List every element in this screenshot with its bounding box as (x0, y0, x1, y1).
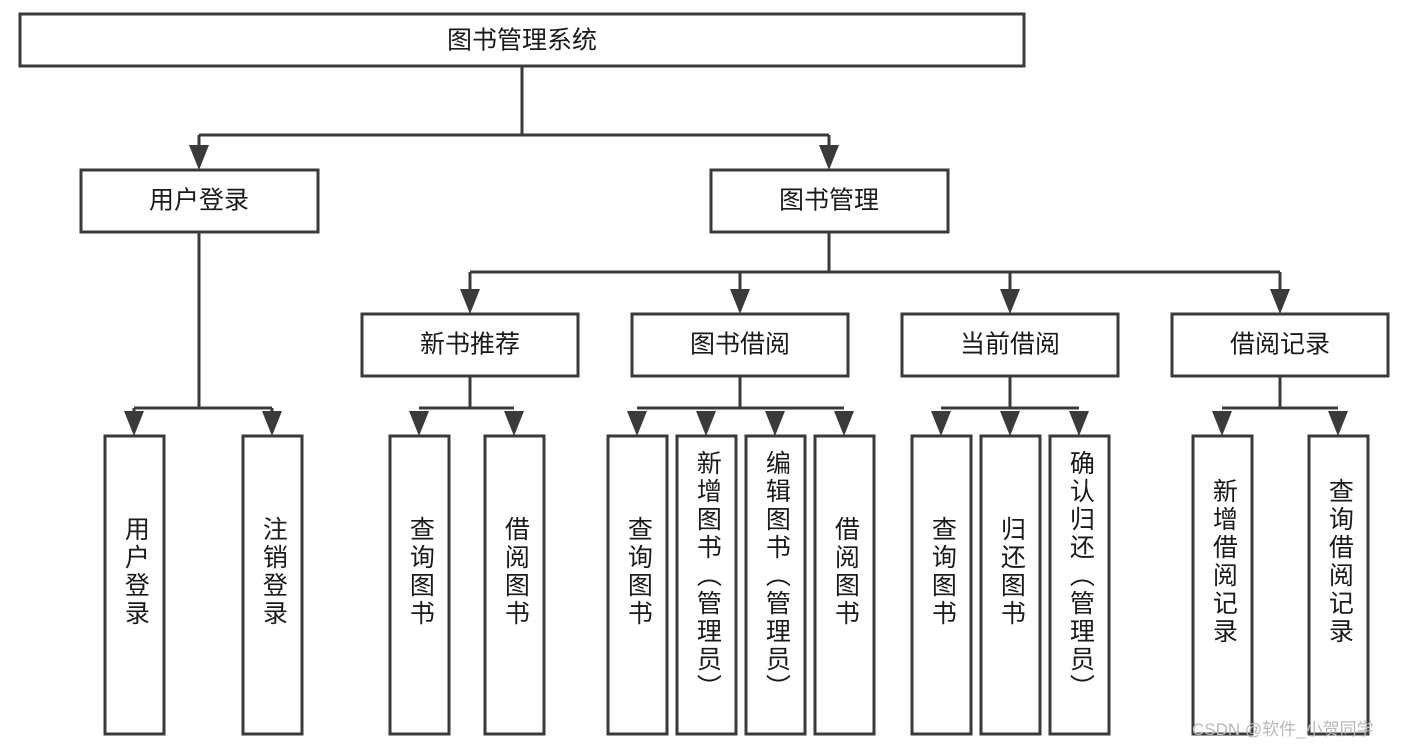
connector-group-book-manage-to-level3 (460, 232, 1290, 314)
node-leaf-user-login-label: 用户登录 (121, 516, 150, 628)
arrow-head-book-manage (819, 145, 839, 170)
node-leaf-confirm-return[interactable]: 确认归还（管理员） (1048, 434, 1111, 736)
node-book-manage[interactable]: 图书管理 (709, 168, 950, 234)
node-leaf-add-record[interactable]: 新增借阅记录 (1191, 434, 1254, 736)
node-user-login[interactable]: 用户登录 (79, 168, 320, 234)
arrow-head-leaf-user-login (124, 411, 144, 436)
node-leaf-logout-login-box[interactable] (241, 434, 304, 736)
node-user-login-box[interactable] (79, 168, 320, 234)
node-leaf-return-book[interactable]: 归还图书 (979, 434, 1042, 736)
node-leaf-query-book-1[interactable]: 查询图书 (388, 434, 451, 736)
node-leaf-query-book-3[interactable]: 查询图书 (910, 434, 973, 736)
node-leaf-edit-book[interactable]: 编辑图书（管理员） (744, 434, 807, 736)
node-leaf-add-record-label: 新增借阅记录 (1209, 478, 1238, 646)
arrow-head-new-book-rec (460, 289, 480, 314)
node-leaf-logout-login-label: 注销登录 (259, 516, 288, 628)
node-book-borrow-box[interactable] (630, 312, 850, 378)
node-leaf-borrow-book-1[interactable]: 借阅图书 (483, 434, 546, 736)
node-leaf-query-record[interactable]: 查询借阅记录 (1307, 434, 1370, 736)
node-new-book-rec[interactable]: 新书推荐 (360, 312, 580, 378)
node-current-borrow-box[interactable] (900, 312, 1120, 378)
node-leaf-borrow-book-2[interactable]: 借阅图书 (813, 434, 876, 736)
node-leaf-query-record-box[interactable] (1307, 434, 1370, 736)
node-root-box[interactable] (18, 12, 1026, 68)
node-leaf-borrow-book-1-box[interactable] (483, 434, 546, 736)
connector-group-new-book-rec-to-leaves (409, 376, 524, 436)
arrow-head-leaf-logout-login (262, 411, 282, 436)
node-leaf-confirm-return-box[interactable] (1048, 434, 1111, 736)
node-leaf-confirm-return-label: 确认归还（管理员） (1066, 450, 1095, 702)
arrow-head-leaf-query-book-3 (931, 411, 951, 436)
node-new-book-rec-label: 新书推荐 (420, 331, 520, 359)
node-leaf-return-book-label: 归还图书 (997, 516, 1026, 628)
node-root[interactable]: 图书管理系统 (18, 12, 1026, 68)
node-leaf-borrow-book-2-box[interactable] (813, 434, 876, 736)
connector-group-root-to-level2 (189, 66, 839, 170)
arrow-head-current-borrow (1000, 289, 1020, 314)
node-leaf-query-book-2-box[interactable] (606, 434, 669, 736)
node-leaf-query-book-3-box[interactable] (910, 434, 973, 736)
node-user-login-label: 用户登录 (149, 187, 249, 215)
node-leaf-query-book-1-box[interactable] (388, 434, 451, 736)
node-leaf-query-book-3-label: 查询图书 (928, 516, 957, 628)
node-leaf-add-book-box[interactable] (675, 434, 738, 736)
connector-group-book-borrow-to-leaves (627, 376, 854, 436)
arrow-head-leaf-add-record (1212, 411, 1232, 436)
arrow-head-borrow-record (1270, 289, 1290, 314)
node-leaf-add-record-box[interactable] (1191, 434, 1254, 736)
node-leaf-user-login[interactable]: 用户登录 (103, 434, 166, 736)
node-book-manage-box[interactable] (709, 168, 950, 234)
arrow-head-leaf-query-book-1 (409, 411, 429, 436)
arrow-head-leaf-borrow-book-1 (504, 411, 524, 436)
connector-group-current-borrow-to-leaves (931, 376, 1089, 436)
arrow-head-user-login (189, 145, 209, 170)
connector-group-borrow-record-to-leaves (1212, 376, 1348, 436)
arrow-head-leaf-add-book (696, 411, 716, 436)
node-borrow-record-label: 借阅记录 (1230, 331, 1330, 359)
node-book-borrow-label: 图书借阅 (690, 331, 790, 359)
node-root-label: 图书管理系统 (447, 27, 597, 55)
node-book-borrow[interactable]: 图书借阅 (630, 312, 850, 378)
arrow-head-book-borrow (730, 289, 750, 314)
node-leaf-edit-book-box[interactable] (744, 434, 807, 736)
node-leaf-edit-book-label: 编辑图书（管理员） (762, 450, 791, 702)
node-leaf-query-record-label: 查询借阅记录 (1325, 478, 1354, 646)
node-leaf-borrow-book-1-label: 借阅图书 (501, 516, 530, 628)
node-new-book-rec-box[interactable] (360, 312, 580, 378)
arrow-head-leaf-edit-book (765, 411, 785, 436)
arrow-head-leaf-query-book-2 (627, 411, 647, 436)
arrow-head-leaf-return-book (1000, 411, 1020, 436)
node-current-borrow-label: 当前借阅 (960, 331, 1060, 359)
node-leaf-query-book-1-label: 查询图书 (406, 516, 435, 628)
node-current-borrow[interactable]: 当前借阅 (900, 312, 1120, 378)
node-leaf-borrow-book-2-label: 借阅图书 (831, 516, 860, 628)
node-leaf-return-book-box[interactable] (979, 434, 1042, 736)
node-leaf-user-login-box[interactable] (103, 434, 166, 736)
node-book-manage-label: 图书管理 (779, 187, 879, 215)
node-leaf-add-book-label: 新增图书（管理员） (693, 450, 722, 702)
arrow-head-leaf-borrow-book-2 (834, 411, 854, 436)
node-borrow-record-box[interactable] (1170, 312, 1390, 378)
node-leaf-add-book[interactable]: 新增图书（管理员） (675, 434, 738, 736)
node-borrow-record[interactable]: 借阅记录 (1170, 312, 1390, 378)
node-leaf-query-book-2[interactable]: 查询图书 (606, 434, 669, 736)
node-leaf-query-book-2-label: 查询图书 (624, 516, 653, 628)
node-leaf-logout-login[interactable]: 注销登录 (241, 434, 304, 736)
arrow-head-leaf-confirm-return (1069, 411, 1089, 436)
arrow-head-leaf-query-record (1328, 411, 1348, 436)
connector-group-user-login-to-leaves (124, 232, 282, 436)
